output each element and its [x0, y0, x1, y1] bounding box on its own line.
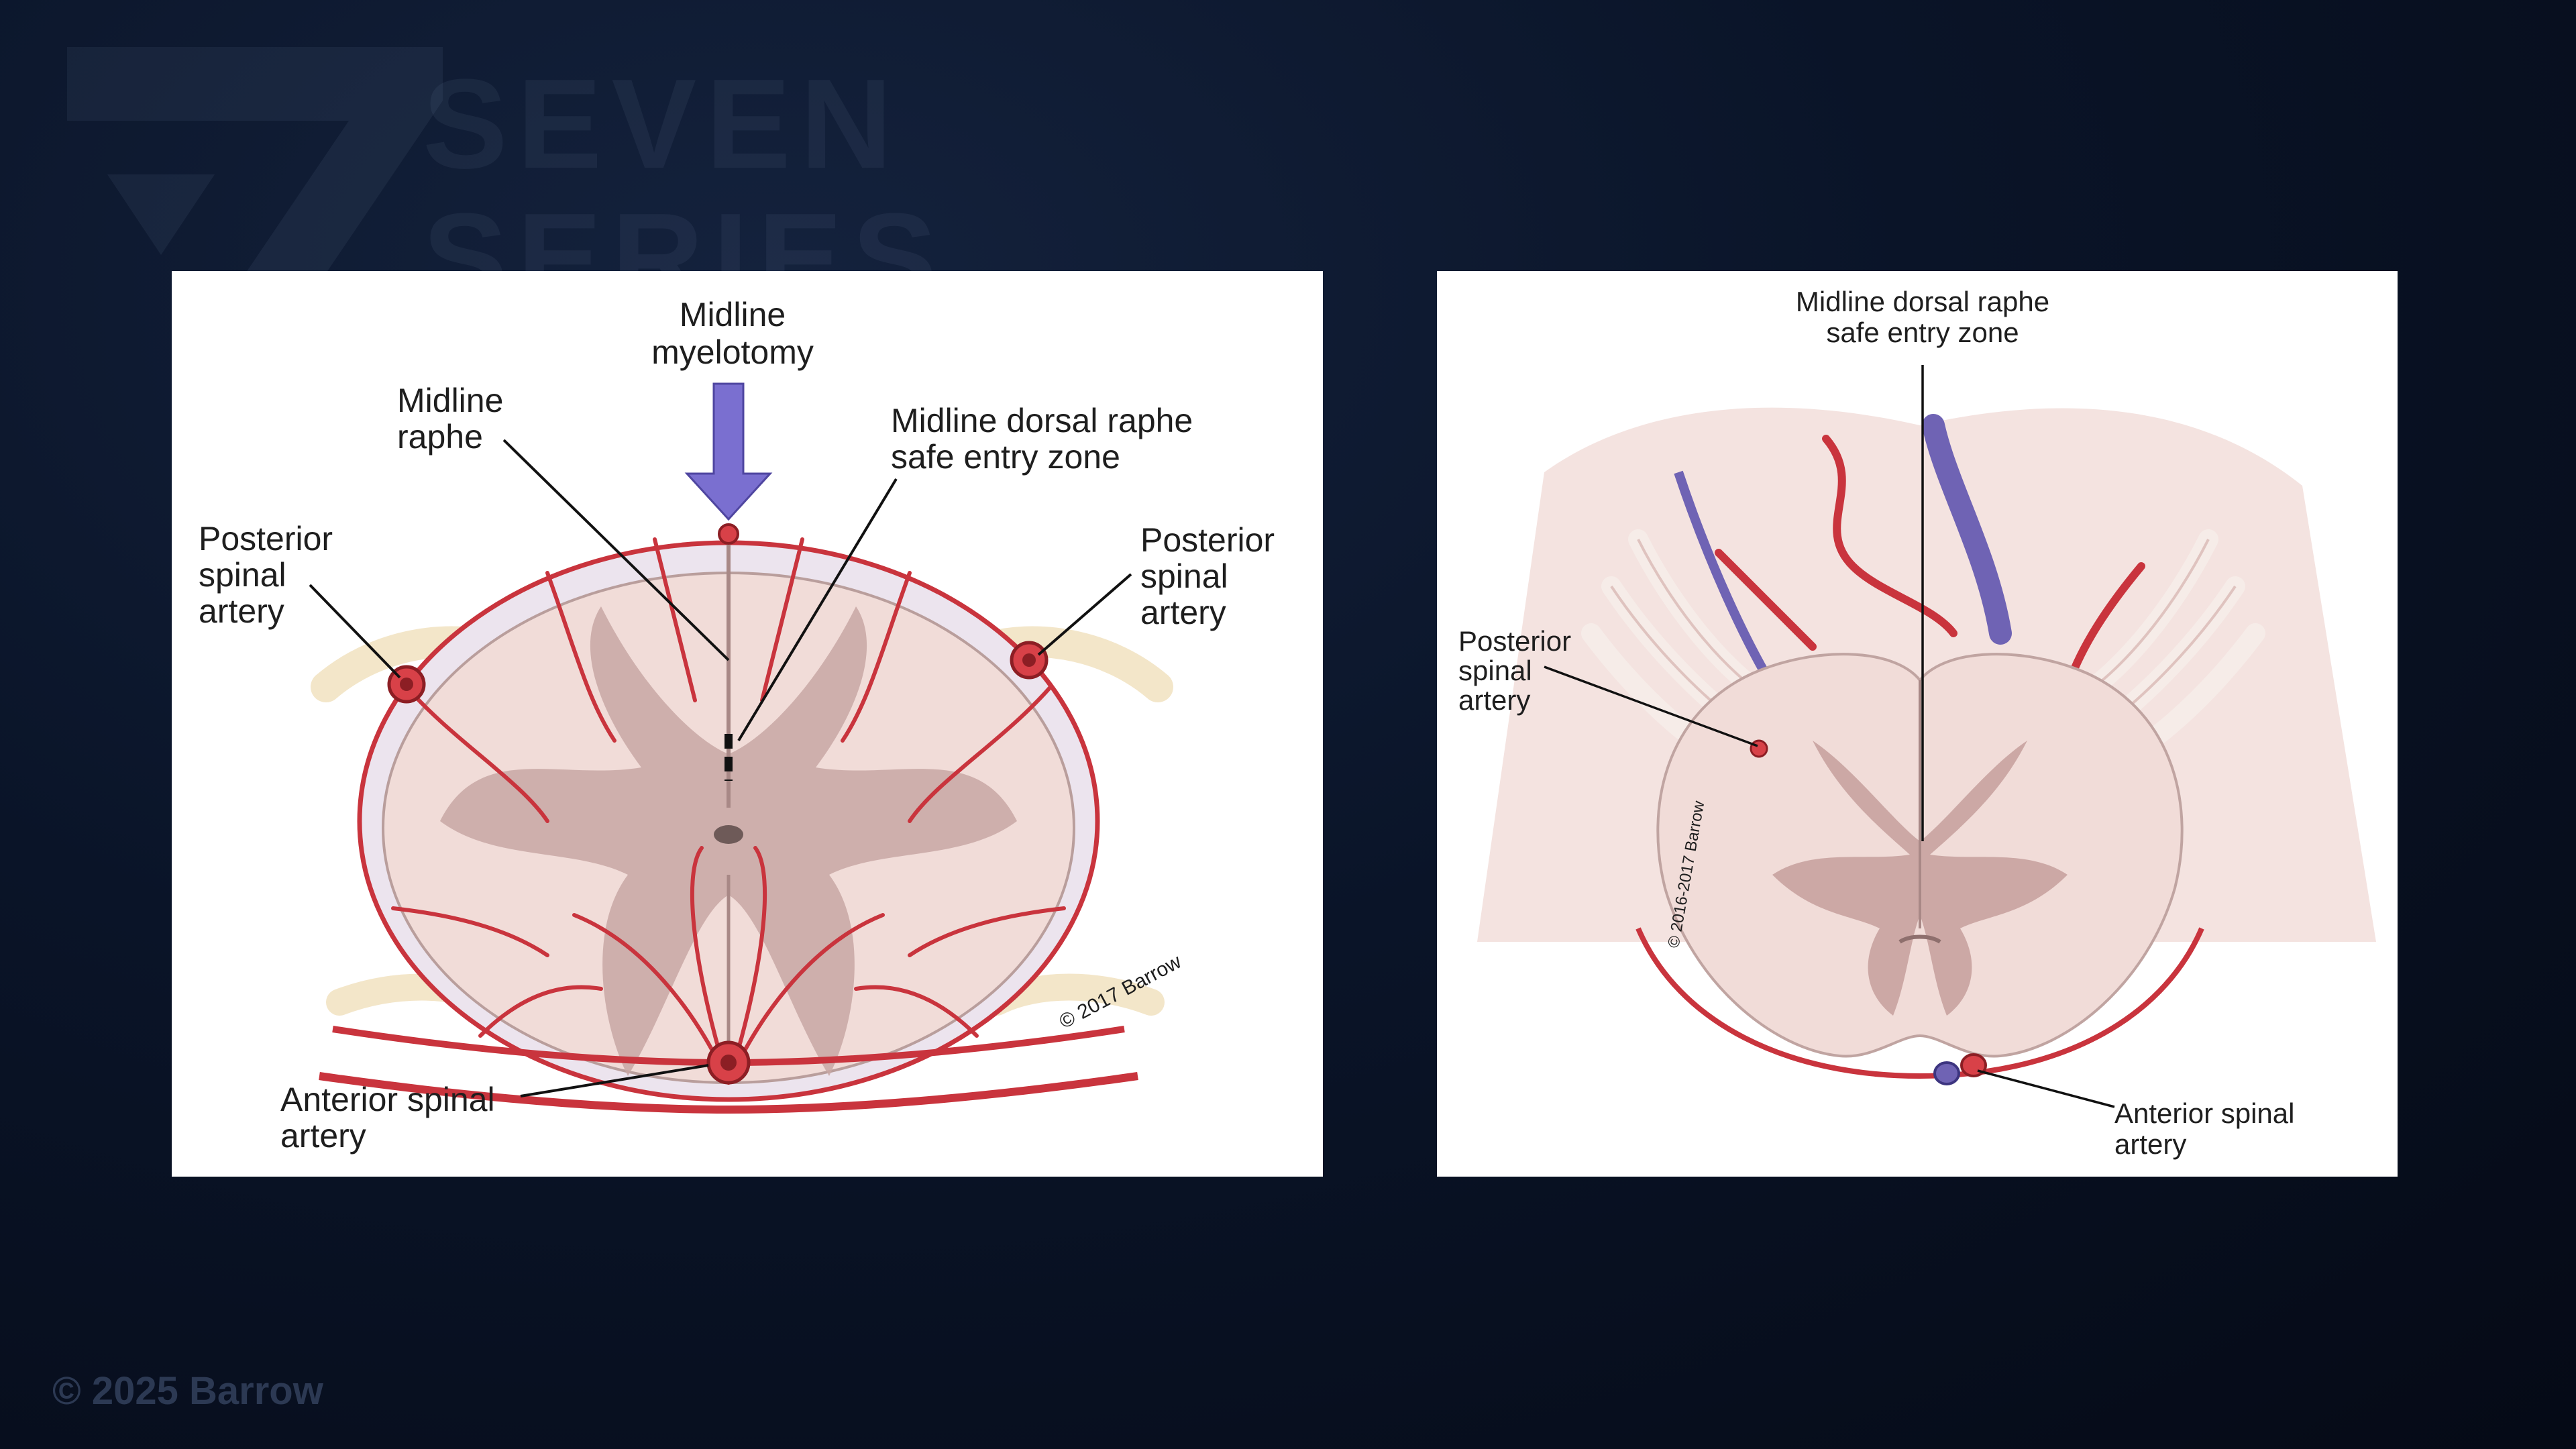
- posterior-spinal-artery: [1750, 739, 1768, 758]
- label-posterior-spinal-artery-right-3: artery: [1140, 594, 1226, 631]
- label-midline-raphe-1: Midline: [397, 382, 503, 419]
- label-midline-myelotomy-2: myelotomy: [651, 333, 814, 371]
- cross-section-illustration: Midline myelotomy Midline raphe Midline …: [199, 296, 1275, 1155]
- axial-cross-section-figure: Midline myelotomy Midline raphe Midline …: [172, 271, 1323, 1177]
- label-anterior-spinal-artery-2: artery: [280, 1117, 366, 1155]
- anterior-arterial-arc: [319, 1072, 1138, 1114]
- posterior-spinal-vein: [1922, 414, 2012, 645]
- dorsal-midline-vessel: [718, 523, 739, 545]
- penetrating-arteries: [391, 537, 1066, 1085]
- label-posterior-spinal-artery-3: artery: [1458, 684, 1530, 716]
- label-posterior-spinal-artery-right-1: Posterior: [1140, 521, 1275, 559]
- leader-lines: [309, 439, 1132, 1097]
- label-posterior-spinal-artery-right-2: spinal: [1140, 557, 1228, 595]
- label-midline-myelotomy-1: Midline: [680, 296, 786, 333]
- label-posterior-spinal-artery-left-1: Posterior: [199, 520, 333, 557]
- label-safe-entry-zone-1: Midline dorsal raphe: [891, 402, 1193, 439]
- posterior-spinal-artery-left-lumen: [400, 678, 413, 691]
- myelotomy-arrow: [684, 382, 773, 521]
- label-posterior-spinal-artery-2: spinal: [1458, 655, 1532, 686]
- seven-series-logo: [67, 47, 912, 329]
- anterior-arterial-arc: [1635, 927, 2204, 1079]
- label-anterior-spinal-artery-1: Anterior spinal: [2114, 1097, 2294, 1129]
- label-posterior-spinal-artery-left-3: artery: [199, 592, 284, 630]
- dorsal-oblique-view-figure: Midline dorsal raphe safe entry zone Pos…: [1437, 271, 2398, 1177]
- logo-text-line1: SEVEN: [423, 53, 902, 195]
- anterior-spinal-artery-lumen: [720, 1055, 737, 1071]
- label-anterior-spinal-artery-2: artery: [2114, 1128, 2186, 1160]
- oblique-cord-illustration: Midline dorsal raphe safe entry zone Pos…: [1458, 286, 2376, 1160]
- label-anterior-spinal-artery-1: Anterior spinal: [280, 1081, 495, 1118]
- label-midline-raphe-2: raphe: [397, 418, 483, 455]
- leader-lines: [1544, 365, 2115, 1108]
- label-posterior-spinal-artery-left-2: spinal: [199, 556, 286, 594]
- anterior-median-fissure: [1898, 934, 1941, 944]
- copyright-notice: © 2025 Barrow: [52, 1369, 323, 1413]
- label-safe-entry-zone-2: safe entry zone: [891, 438, 1120, 476]
- label-posterior-spinal-artery-1: Posterior: [1458, 625, 1571, 657]
- label-safe-entry-zone-2: safe entry zone: [1826, 317, 2019, 348]
- label-safe-entry-zone-1: Midline dorsal raphe: [1796, 286, 2049, 317]
- anterior-spinal-vein: [1933, 1061, 1960, 1085]
- central-canal: [714, 825, 743, 844]
- posterior-spinal-artery-right-lumen: [1022, 653, 1036, 667]
